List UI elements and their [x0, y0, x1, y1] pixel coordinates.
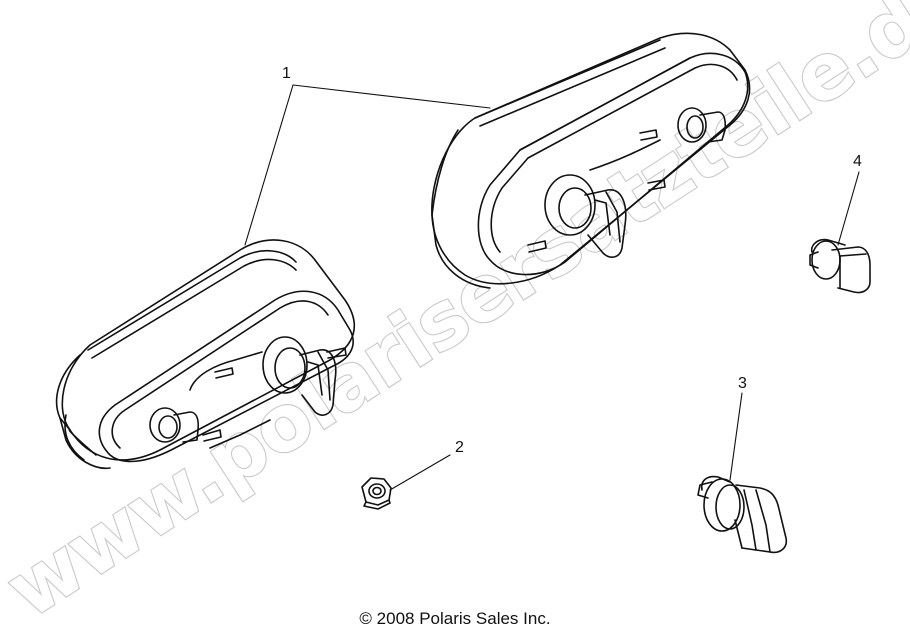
- copyright-notice: © 2008 Polaris Sales Inc.: [359, 609, 551, 628]
- leader-4: [837, 171, 860, 246]
- bulb-socket-small: [809, 238, 871, 294]
- bulb-socket-large: [697, 475, 788, 554]
- nut: [361, 477, 392, 510]
- callout-4: 4: [853, 153, 862, 170]
- leader-2: [389, 454, 451, 491]
- callout-labels: 1 2 3 4: [282, 65, 862, 456]
- callout-2: 2: [455, 439, 464, 456]
- callout-3: 3: [738, 375, 747, 392]
- callout-1: 1: [282, 65, 291, 82]
- leader-3: [729, 392, 743, 481]
- leader-lines: [244, 84, 860, 491]
- tail-lamp-left: [55, 239, 356, 469]
- leader-1-right: [292, 84, 491, 109]
- tail-lamp-right: [431, 32, 751, 289]
- leader-1-left: [244, 84, 294, 246]
